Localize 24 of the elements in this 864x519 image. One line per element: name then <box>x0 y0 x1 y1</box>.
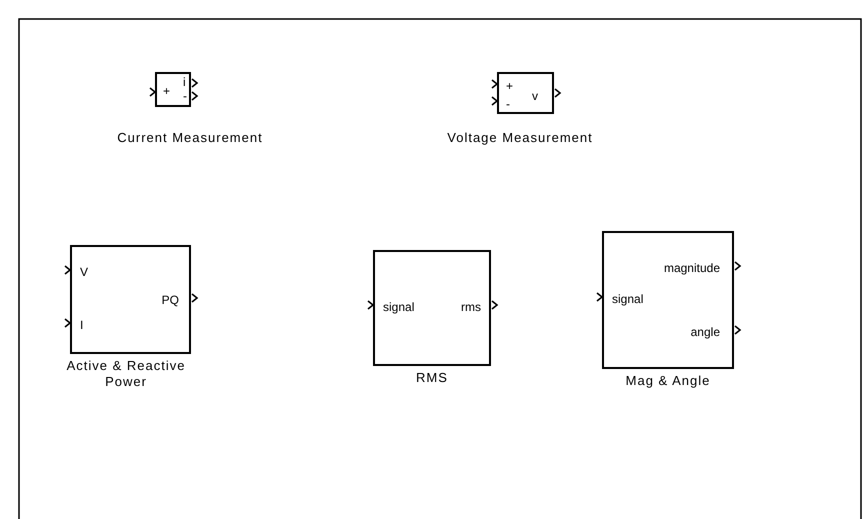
port-label: signal <box>612 292 644 306</box>
port-label: magnitude <box>664 261 720 275</box>
port-label: - <box>183 89 187 103</box>
port-label: V <box>80 265 88 279</box>
port-label: angle <box>690 325 720 339</box>
block-name: Current Measurement <box>116 130 264 146</box>
port-label: rms <box>461 300 481 314</box>
function-block <box>70 245 191 354</box>
block-name: Voltage Measurement <box>446 130 594 146</box>
function-block <box>602 231 734 369</box>
block-name: Mag & Angle <box>624 373 712 389</box>
port-label: v <box>532 89 538 103</box>
port-label: I <box>80 318 84 332</box>
block-name: RMS <box>415 370 449 386</box>
block-name: Active & Reactive Power <box>66 358 186 390</box>
port-label: + <box>163 84 170 98</box>
function-block <box>373 250 491 366</box>
port-label: i <box>183 75 186 89</box>
function-block <box>155 72 191 107</box>
port-label: + <box>506 79 514 93</box>
port-label: PQ <box>162 293 179 307</box>
function-block <box>497 72 554 114</box>
port-label: signal <box>383 300 414 314</box>
port-label: - <box>506 97 510 111</box>
